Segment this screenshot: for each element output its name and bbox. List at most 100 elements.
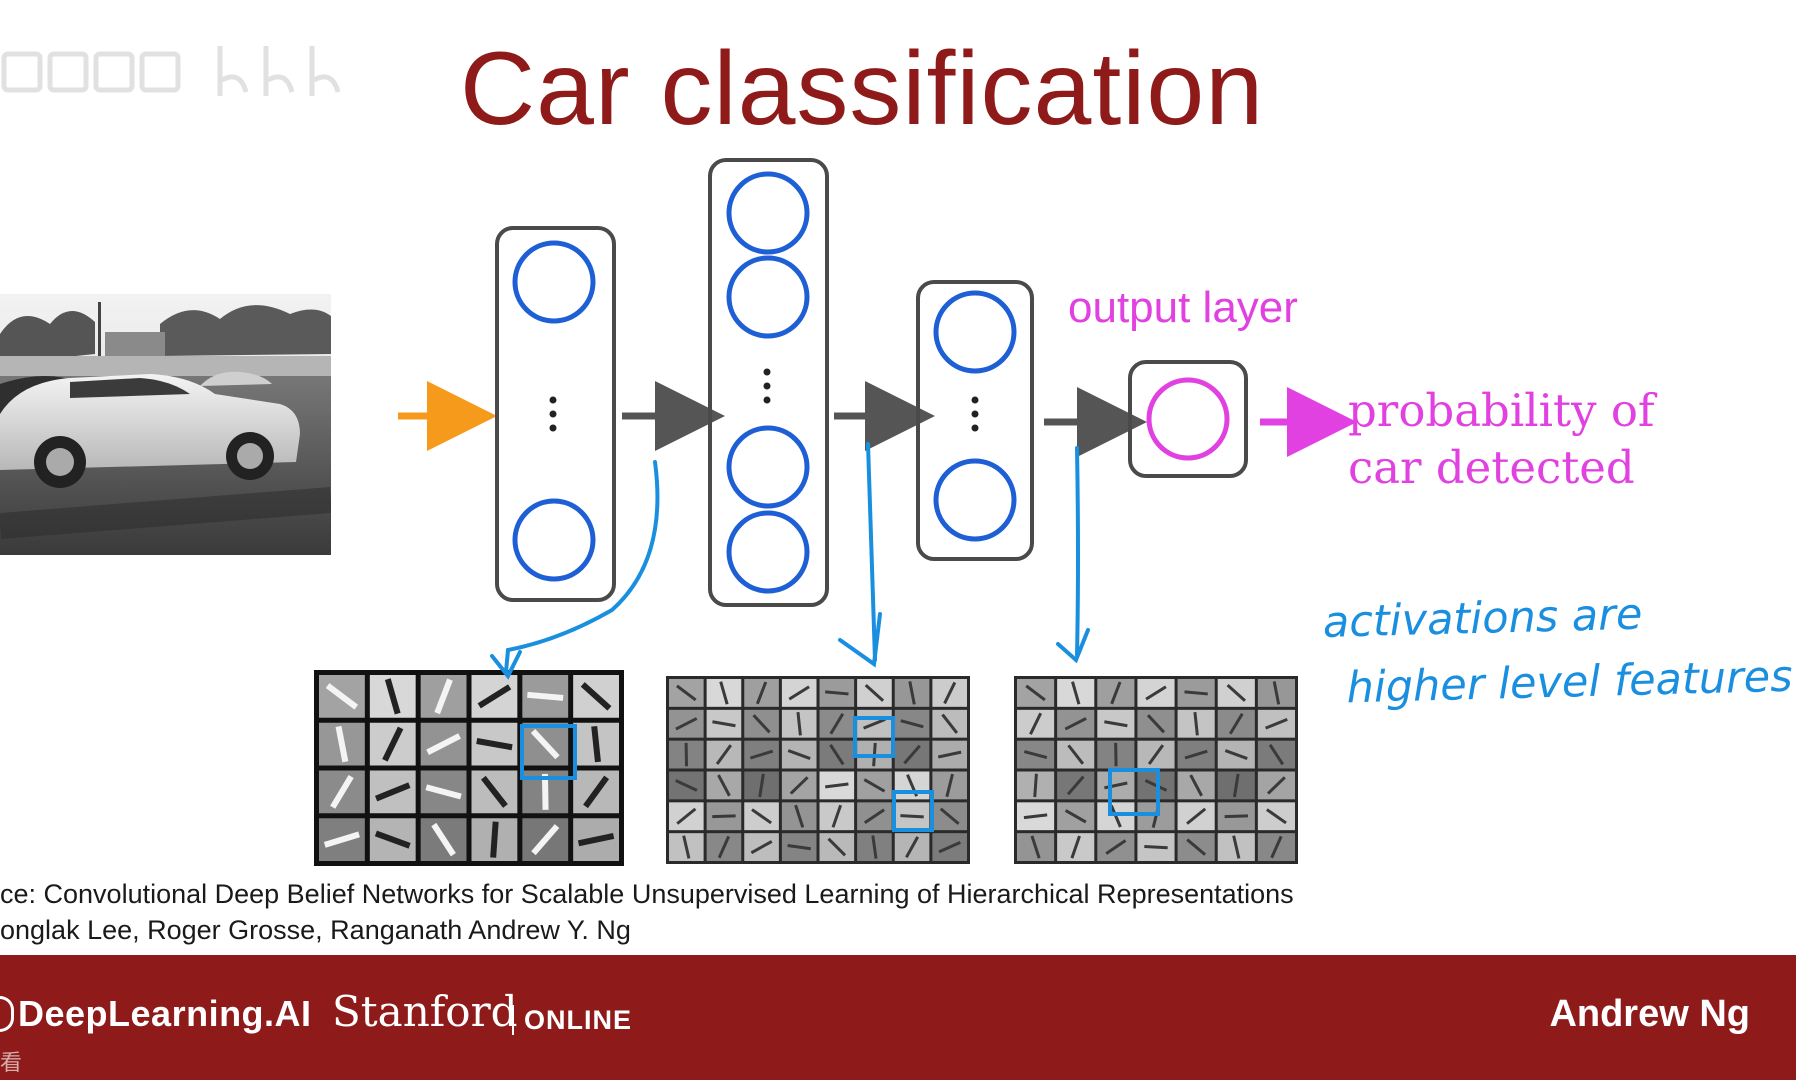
feature-cell-pattern <box>794 804 805 828</box>
feature-cell-pattern <box>937 750 962 759</box>
highlight-box <box>892 790 934 832</box>
feature-cell-pattern <box>1232 835 1241 859</box>
feature-cell-pattern <box>490 821 499 858</box>
feature-cell-pattern <box>900 814 924 819</box>
citation: ce: Convolutional Deep Belief Networks f… <box>0 876 1294 948</box>
feature-cell-pattern <box>717 774 731 797</box>
feature-cell-pattern <box>1029 712 1043 735</box>
neuron <box>726 510 810 594</box>
subtitle-mark: 看 <box>0 1050 23 1075</box>
neuron <box>726 425 810 509</box>
feature-cell-pattern <box>788 685 810 701</box>
feature-grid-parts <box>666 676 970 864</box>
feature-cell-pattern <box>829 712 845 735</box>
pointer-arrow-1 <box>504 460 660 674</box>
feature-cell-pattern <box>434 678 453 715</box>
feature-cell-pattern <box>787 843 811 851</box>
output-description: probability of car detected <box>1348 382 1655 496</box>
feature-cell-pattern <box>1228 712 1244 735</box>
feature-cell-pattern <box>903 744 921 765</box>
output-neuron <box>1146 377 1230 461</box>
feature-cell-pattern <box>1067 744 1085 765</box>
feature-cell-pattern <box>1109 804 1122 828</box>
feature-cell-pattern <box>426 733 461 755</box>
feature-cell-pattern <box>1226 683 1246 702</box>
feature-cell-pattern <box>1232 773 1240 798</box>
feature-cell-pattern <box>943 681 957 705</box>
feature-cell-pattern <box>750 840 773 855</box>
feature-cell-pattern <box>1272 681 1281 705</box>
feature-cell-pattern <box>719 681 729 705</box>
annotation-line-1: activations are <box>1322 589 1643 648</box>
feature-cell-pattern <box>477 684 512 709</box>
presenter-name: Andrew Ng <box>1549 993 1750 1035</box>
feature-cell-pattern <box>827 837 847 857</box>
pointer-arrow-2 <box>866 442 877 662</box>
feature-cell-pattern <box>1145 685 1167 701</box>
feature-cell-pattern <box>1030 835 1041 859</box>
neuron <box>933 458 1017 542</box>
feature-cell-pattern <box>1224 814 1249 819</box>
feature-cell-pattern <box>1184 749 1208 760</box>
feature-cell-pattern <box>1023 813 1048 820</box>
feature-cell-pattern <box>905 836 920 859</box>
feature-cell-pattern <box>825 782 849 789</box>
output-layer-label: output layer <box>1068 283 1298 332</box>
pointer-arrow-3 <box>1075 446 1080 657</box>
feature-cell-pattern <box>591 725 601 763</box>
deeplearning-ai-logo: DeepLearning.AI <box>0 993 312 1035</box>
hidden-layer-1 <box>495 226 616 602</box>
feature-cell-pattern <box>583 775 610 809</box>
feature-cell-pattern <box>527 691 564 701</box>
feature-cell-pattern <box>752 714 771 734</box>
output-description-line-2: car detected <box>1348 441 1635 494</box>
feature-cell-pattern <box>335 725 349 763</box>
feature-cell-pattern <box>1184 690 1208 696</box>
feature-cell-pattern <box>675 779 698 792</box>
neuron <box>726 171 810 255</box>
feature-cell-pattern <box>682 835 691 859</box>
feature-cell-pattern <box>1110 681 1122 705</box>
feature-cell-pattern <box>751 808 772 825</box>
feature-cell-pattern <box>1268 743 1285 766</box>
feature-cell-pattern <box>1270 835 1283 859</box>
feature-cell-pattern <box>1265 717 1288 730</box>
highlight-box <box>520 724 577 780</box>
feature-cell-pattern <box>938 840 961 854</box>
feature-cell-pattern <box>1033 773 1038 798</box>
feature-cell-pattern <box>945 773 954 798</box>
feature-cell-pattern <box>900 719 924 729</box>
feature-cell-pattern <box>941 713 959 734</box>
feature-cell-pattern <box>871 835 878 859</box>
feature-cell-pattern <box>831 804 843 828</box>
feature-cell-pattern <box>1105 839 1127 855</box>
feature-cell-pattern <box>1070 835 1081 859</box>
feature-cell-pattern <box>480 775 508 808</box>
highlight-box <box>1108 768 1160 816</box>
highlight-box <box>853 716 895 758</box>
feature-cell-pattern <box>864 683 885 702</box>
feature-cell-pattern <box>796 711 802 736</box>
feature-cell-pattern <box>1066 775 1085 796</box>
annotation-line-2: higher level features <box>1345 651 1794 714</box>
feature-cell-pattern <box>476 738 513 751</box>
feature-cell-pattern <box>577 832 615 847</box>
deeplearning-ai-text: DeepLearning.AI <box>18 993 312 1034</box>
feature-cell-pattern <box>676 684 697 702</box>
neuron <box>726 255 810 339</box>
feature-cell-pattern <box>1064 717 1087 731</box>
feature-cell-pattern <box>580 682 612 711</box>
output-description-line-1: probability of <box>1348 384 1655 437</box>
feature-cell-pattern <box>829 743 845 766</box>
footer-bar: DeepLearning.AI Stanford ONLINE Andrew N… <box>0 955 1796 1080</box>
feature-cell-pattern <box>382 726 404 762</box>
feature-cell-pattern <box>908 681 916 705</box>
feature-cell-pattern <box>712 720 736 728</box>
feature-cell-pattern <box>384 678 401 715</box>
feature-cell-pattern <box>374 830 411 849</box>
feature-cell-pattern <box>1266 776 1286 795</box>
feature-cell-pattern <box>863 808 885 825</box>
feature-cell-pattern <box>715 744 733 765</box>
feature-cell-pattern <box>323 831 360 848</box>
output-layer <box>1128 360 1248 478</box>
